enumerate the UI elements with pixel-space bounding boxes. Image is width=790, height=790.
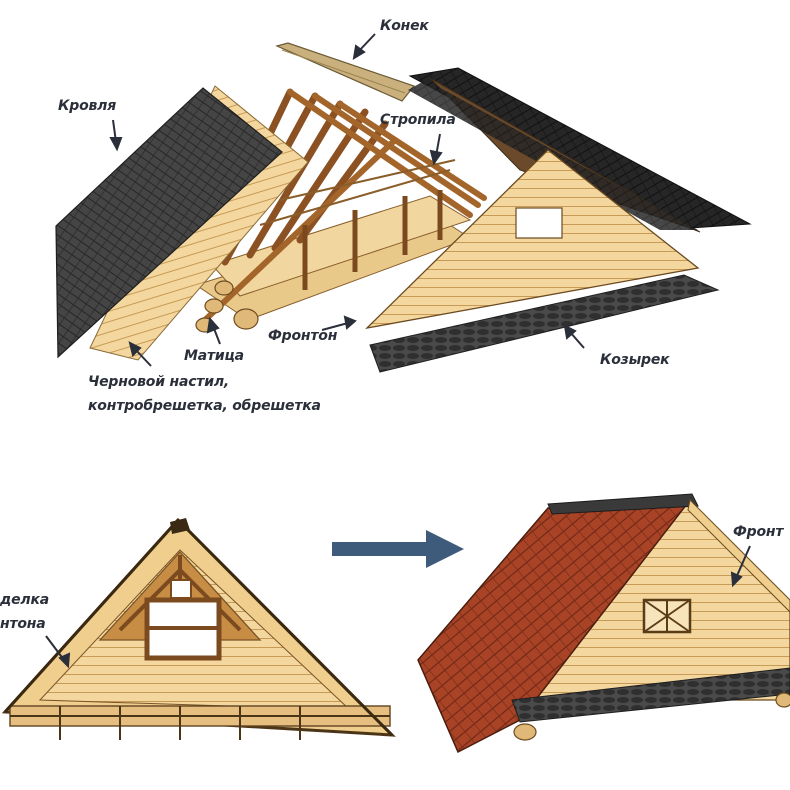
visor-strip xyxy=(369,274,720,373)
label-beam: Матица xyxy=(184,348,244,364)
beam-logs xyxy=(195,280,259,333)
label-visor: Козырек xyxy=(600,352,670,368)
label-roofing: Кровля xyxy=(58,98,116,114)
gable-window xyxy=(515,207,563,239)
transition-arrow xyxy=(332,530,464,568)
label-gable-finish-line2: нтона xyxy=(0,616,46,632)
label-gable: Фронтон xyxy=(268,328,338,344)
label-ridge: Конек xyxy=(380,18,429,34)
label-gable-finish-line1: делка xyxy=(0,592,50,608)
gable-wall xyxy=(365,149,700,330)
gable-vent-window xyxy=(642,598,692,634)
gable-finish-illustration xyxy=(1,517,396,740)
label-decking-line1: Черновой настил, xyxy=(88,374,229,390)
label-gable-right: Фронт xyxy=(733,524,784,540)
finished-roof-illustration xyxy=(417,493,790,754)
leader-arrow-gable-right xyxy=(730,545,751,588)
leader-arrow-gable-finish xyxy=(45,635,71,669)
label-rafters: Стропила xyxy=(380,112,456,128)
label-decking-line2: контробрешетка, обрешетка xyxy=(88,398,321,414)
left-roofing-panel xyxy=(55,87,283,359)
leader-arrows-top xyxy=(109,33,585,367)
